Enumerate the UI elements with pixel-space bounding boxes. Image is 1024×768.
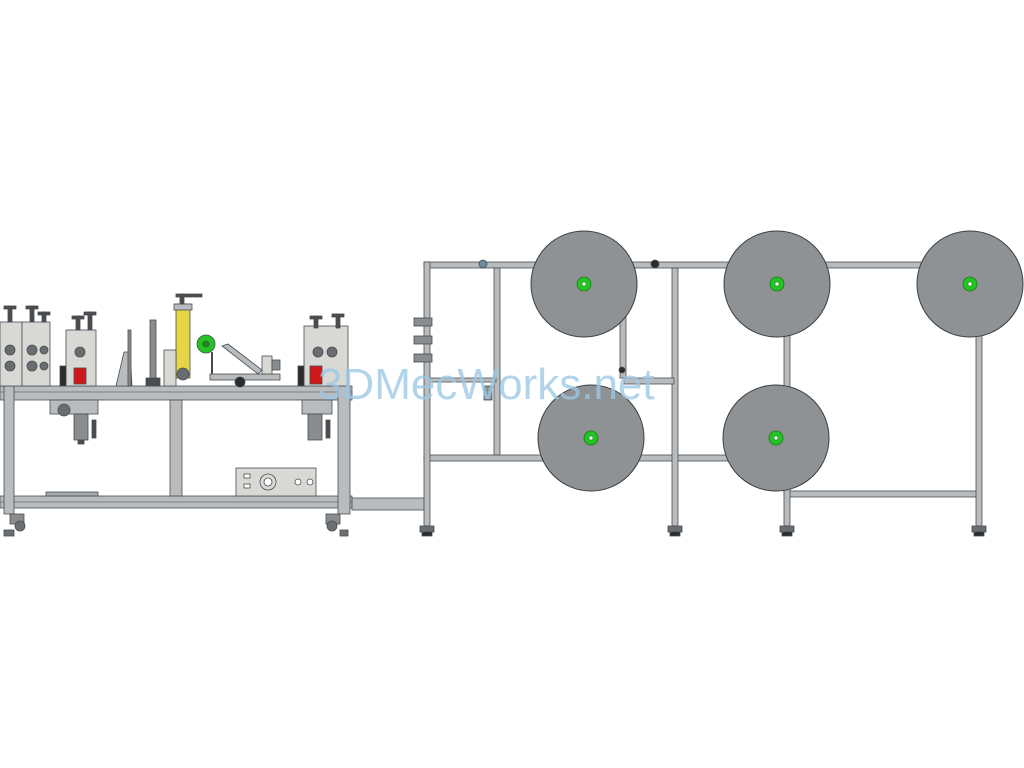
frame-post-2 (493, 267, 501, 456)
roll-top-2 (723, 230, 831, 338)
red-component (73, 367, 87, 385)
table-leg-mid (169, 399, 183, 497)
guide-plates (115, 319, 161, 387)
red-component (309, 365, 323, 385)
roll-bottom-1 (537, 384, 645, 492)
frame-post-4 (671, 267, 679, 527)
work-table (0, 385, 427, 537)
tension-column (163, 293, 203, 387)
motor-left (49, 399, 99, 445)
frame-post-1 (423, 261, 431, 527)
table-leg-left (3, 385, 15, 515)
roller-stations (0, 293, 349, 445)
roller-station-1 (0, 305, 23, 387)
roller-station-3 (59, 311, 97, 387)
table-top-beam (0, 385, 353, 401)
roll-top-3 (916, 230, 1024, 338)
frame-top-beam (423, 261, 981, 269)
table-leg-right (337, 385, 351, 515)
control-box (235, 467, 317, 497)
connector-beam (351, 497, 427, 511)
roller-station-4 (297, 313, 349, 387)
roll-top-1 (530, 230, 638, 338)
unwind-frame (413, 259, 987, 537)
motor-right (301, 399, 333, 441)
material-rolls (530, 230, 1024, 492)
frame-bottom-beam (783, 490, 981, 498)
frame-feet (419, 525, 987, 537)
spool-arm (196, 334, 281, 388)
roller-station-2 (21, 305, 51, 387)
roll-bottom-2 (722, 384, 830, 492)
